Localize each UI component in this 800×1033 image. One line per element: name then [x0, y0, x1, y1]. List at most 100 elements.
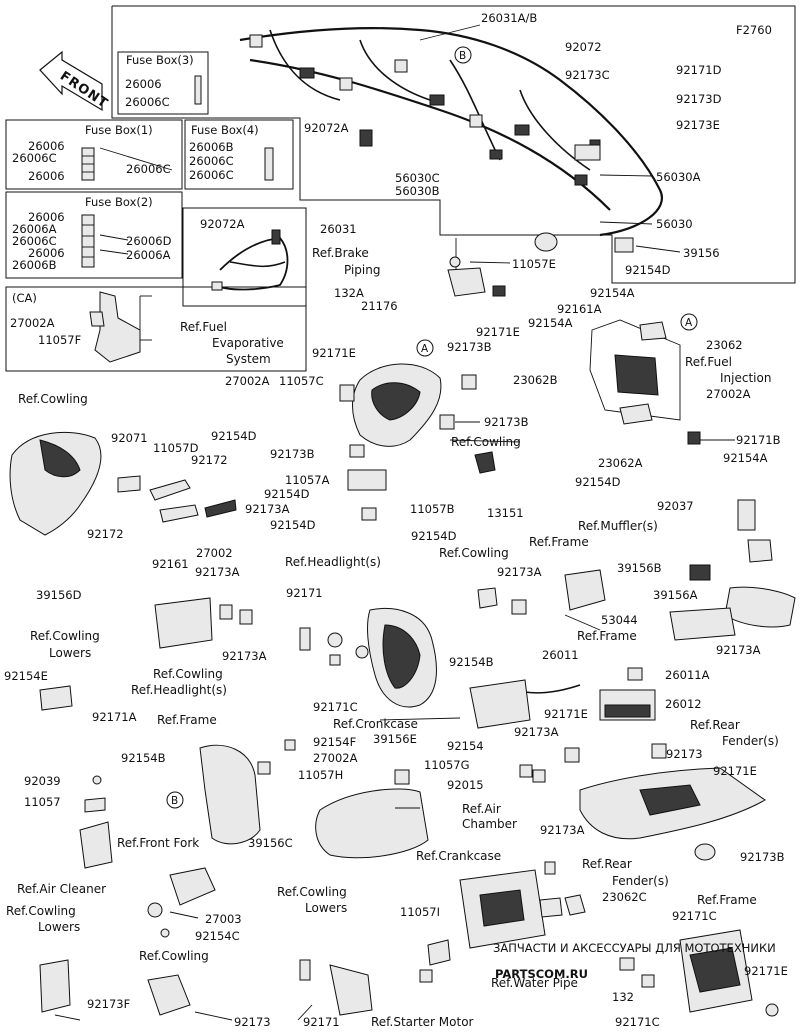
- headlight-drawing: [154, 597, 437, 708]
- callout: 92173A: [540, 823, 585, 837]
- callout: Lowers: [49, 646, 91, 660]
- callout: 56030: [656, 217, 693, 231]
- fuse-box-2-part: 26006A: [126, 248, 171, 262]
- callout: 27002A: [706, 387, 751, 401]
- watermark-tagline: ЗАПЧАСТИ И АКСЕССУАРЫ ДЛЯ МОТОТЕХНИКИ: [493, 941, 776, 955]
- marker-b-lower: B: [166, 791, 184, 809]
- air-chamber-drawing: [315, 769, 429, 859]
- callout: Ref.Fuel: [685, 355, 732, 369]
- fuse-box-1-part: 26006: [28, 139, 65, 153]
- callout: 26031A/B: [481, 11, 537, 25]
- sub-harness-part: 26031: [320, 222, 357, 236]
- callout: 11057E: [512, 257, 556, 271]
- callout: 92071: [111, 431, 148, 445]
- sub-harness-part: 92072A: [200, 217, 245, 231]
- callout: 92173A: [195, 565, 240, 579]
- callout: 13151: [487, 506, 524, 520]
- callout: Ref.Cowling: [439, 546, 509, 560]
- callout: 23062B: [513, 373, 558, 387]
- svg-text:A: A: [421, 343, 429, 355]
- callout: 92171C: [313, 700, 358, 714]
- svg-text:B: B: [459, 50, 466, 62]
- fuse-box-3-part: 26006: [125, 77, 162, 91]
- marker-a-upper: A: [416, 339, 434, 357]
- callout: 27002A: [225, 374, 270, 388]
- fuse-box-2-part: 26006: [28, 210, 65, 224]
- callout: 92171: [303, 1015, 340, 1029]
- ca-ref: Evaporative: [212, 336, 284, 350]
- fuse-box-4-part: 26006B: [189, 140, 234, 154]
- fuse-box-1-title: Fuse Box(1): [85, 123, 153, 137]
- watermark-logo: PARTSCOM.RU: [495, 967, 588, 981]
- callout: Fender(s): [612, 874, 669, 888]
- callout: 92015: [447, 778, 484, 792]
- callout: 27003: [205, 912, 242, 926]
- callout: 92154D: [625, 263, 671, 277]
- callout: 11057: [24, 795, 61, 809]
- front-frame-drawing: [147, 739, 296, 938]
- callout: 92171: [286, 586, 323, 600]
- fuse-box-3-part: 26006C: [125, 95, 170, 109]
- callout: Ref.Headlight(s): [285, 555, 381, 569]
- fuse-box-4-part: 26006C: [189, 168, 234, 182]
- callout: 11057H: [298, 768, 343, 782]
- callout: 92173B: [270, 447, 315, 461]
- callout: Piping: [344, 263, 380, 277]
- front-cowling-drawing: [9, 431, 237, 536]
- callout: 92171E: [713, 764, 757, 778]
- callout: 21176: [361, 299, 398, 313]
- fuse-box-2-part: 26006B: [12, 258, 57, 272]
- fuse-box-1-part: 26006: [28, 169, 65, 183]
- fuse-box-2-part: 26006D: [126, 234, 172, 248]
- ca-ref: Ref.Fuel: [180, 320, 227, 334]
- rear-frame-drawing: [619, 929, 779, 1017]
- callout: Ref.Cowling: [451, 435, 521, 449]
- callout: 92171C: [672, 909, 717, 923]
- callout: Lowers: [305, 901, 347, 915]
- meter-bracket-drawing: [339, 363, 496, 521]
- callout: 92154C: [195, 929, 240, 943]
- leader-lines: [54, 24, 735, 1021]
- callout: 92072: [565, 40, 602, 54]
- callout: 11057A: [285, 473, 330, 487]
- callout: 92154D: [211, 429, 257, 443]
- callout: 39156D: [36, 588, 82, 602]
- callout: 92161: [152, 557, 189, 571]
- main-harness-frame: [111, 5, 796, 284]
- callout: Chamber: [462, 817, 517, 831]
- fuse-box-3-title: Fuse Box(3): [126, 53, 194, 67]
- callout: 92154E: [4, 669, 48, 683]
- callout: 11057C: [279, 374, 324, 388]
- callout: 92173: [666, 747, 703, 761]
- ca-part: 27002A: [10, 316, 55, 330]
- fuse-box-4-title: Fuse Box(4): [191, 123, 259, 137]
- ca-ref: System: [226, 352, 271, 366]
- brake-bracket-drawing: [447, 238, 506, 297]
- callout: 56030A: [656, 170, 701, 184]
- callout: Ref.Cowling: [6, 904, 76, 918]
- fuse-box-2-part: 26006A: [12, 222, 57, 236]
- callout: 92171E: [544, 707, 588, 721]
- callout: 92173A: [222, 649, 267, 663]
- callout: 92154A: [723, 451, 768, 465]
- callout: 92173B: [740, 850, 785, 864]
- callout: Ref.Brake: [312, 246, 369, 260]
- fuse-box-1-part: 26006C: [12, 151, 57, 165]
- callout: 39156A: [653, 588, 698, 602]
- fuse-box-3: [117, 51, 209, 115]
- callout: Ref.Frame: [529, 535, 589, 549]
- callout: 92173E: [676, 118, 720, 132]
- callout: Ref.Muffler(s): [578, 519, 658, 533]
- main-wiring-harness-drawing: [239, 26, 663, 253]
- fuse-glyphs: [81, 75, 274, 268]
- ecu-drawing: [589, 319, 701, 445]
- callout: 92173A: [514, 725, 559, 739]
- callout: 23062C: [602, 890, 647, 904]
- fuse-box-1: [5, 119, 183, 190]
- callout: 92171C: [615, 1015, 660, 1029]
- callout: 39156B: [617, 561, 662, 575]
- callout: Fender(s): [722, 734, 779, 748]
- callout: 92173B: [484, 415, 529, 429]
- left-mid-parts-drawing: [39, 685, 113, 869]
